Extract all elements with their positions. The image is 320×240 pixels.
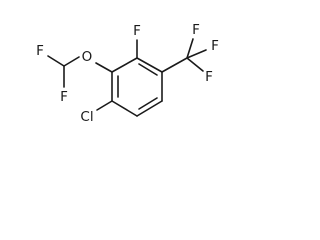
atom-label-cl: Cl xyxy=(80,109,93,125)
atom-labels: F F F F F F O Cl xyxy=(36,22,219,125)
atom-label-o: O xyxy=(82,49,93,65)
bond-c4-cf3 xyxy=(161,57,188,73)
atom-label-f-chf2-a: F xyxy=(36,43,44,59)
ring-bond-c6-c1 xyxy=(111,100,138,117)
atom-label-f-top: F xyxy=(133,23,141,39)
molecule-structure: F F F F F F O Cl xyxy=(36,22,219,125)
ring-double-bond-c5-c6 xyxy=(138,97,158,110)
bonds xyxy=(47,38,207,117)
ring-bond-c3-c4 xyxy=(136,57,163,73)
bond-cf3-f-c xyxy=(186,57,204,72)
atom-label-f-cf3-a: F xyxy=(192,22,200,38)
atom-label-f-cf3-b: F xyxy=(211,38,219,54)
bond-c1-cl xyxy=(96,100,113,111)
atom-label-f-cf3-c: F xyxy=(205,69,213,85)
bond-o-ch xyxy=(63,56,80,67)
bond-ch-f-a xyxy=(47,55,65,67)
ring-bond-c5-c6 xyxy=(136,100,163,117)
bond-c2-o xyxy=(95,62,113,73)
bond-cf3-f-a xyxy=(186,38,194,59)
ring-bond-c2-c3 xyxy=(111,57,138,73)
atom-label-f-chf2-b: F xyxy=(60,89,68,105)
ring-double-bond-c3-c4 xyxy=(138,63,158,76)
bond-cf3-f-b xyxy=(186,49,207,59)
